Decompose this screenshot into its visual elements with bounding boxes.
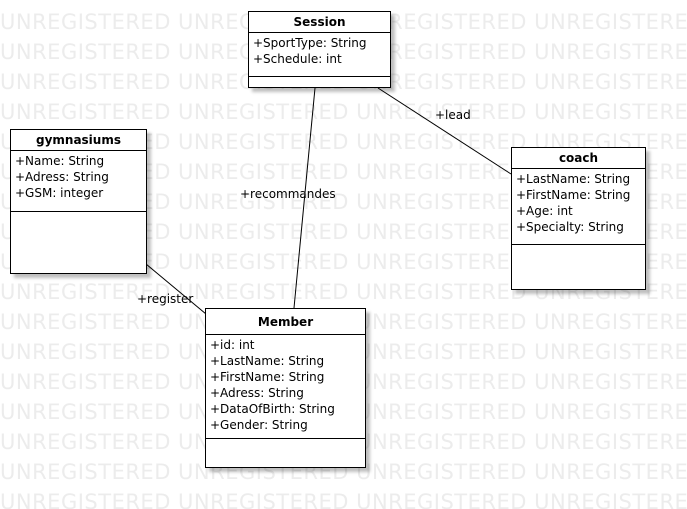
class-name: coach	[512, 148, 645, 169]
attribute: +FirstName: String	[516, 188, 631, 202]
attribute: +LastName: String	[516, 172, 631, 186]
class-name: Session	[249, 12, 390, 33]
attribute: +LastName: String	[210, 354, 325, 368]
association-label-lead: +lead	[435, 108, 471, 122]
watermark-row: UNREGISTERED UNREGISTERED UNREGISTERED U…	[0, 460, 687, 484]
attribute-compartment: +LastName: String +FirstName: String +Ag…	[512, 169, 645, 245]
attribute: +FirstName: String	[210, 370, 325, 384]
watermark-row: UNREGISTERED UNREGISTERED UNREGISTERED U…	[0, 490, 687, 509]
class-name: gymnasiums	[11, 130, 146, 151]
attribute-compartment: +SportType: String +Schedule: int	[249, 33, 390, 77]
attribute: +Schedule: int	[253, 52, 342, 66]
attribute: +SportType: String	[253, 36, 367, 50]
attribute: +Age: int	[516, 204, 573, 218]
attribute: +Name: String	[15, 154, 105, 168]
attribute-compartment: +Name: String +Adress: String +GSM: inte…	[11, 151, 146, 212]
class-session[interactable]: Session +SportType: String +Schedule: in…	[248, 11, 391, 88]
attribute: +Gender: String	[210, 418, 308, 432]
association-line-lead[interactable]	[377, 87, 512, 175]
association-line-register[interactable]	[145, 263, 207, 315]
attribute: +Adress: String	[15, 170, 109, 184]
attribute: +id: int	[210, 338, 255, 352]
attribute: +Specialty: String	[516, 220, 624, 234]
attribute: +GSM: integer	[15, 186, 104, 200]
class-coach[interactable]: coach +LastName: String +FirstName: Stri…	[511, 147, 646, 290]
class-name: Member	[206, 309, 365, 335]
association-label-recommandes: +recommandes	[240, 187, 336, 201]
association-label-register: +register	[137, 292, 194, 306]
class-member[interactable]: Member +id: int +LastName: String +First…	[205, 308, 366, 468]
association-line-recommandes[interactable]	[293, 87, 316, 309]
class-gymnasiums[interactable]: gymnasiums +Name: String +Adress: String…	[10, 129, 147, 274]
attribute-compartment: +id: int +LastName: String +FirstName: S…	[206, 335, 365, 439]
attribute: +DataOfBirth: String	[210, 402, 335, 416]
watermark-row: UNREGISTERED UNREGISTERED UNREGISTERED U…	[0, 100, 687, 124]
attribute: +Adress: String	[210, 386, 304, 400]
